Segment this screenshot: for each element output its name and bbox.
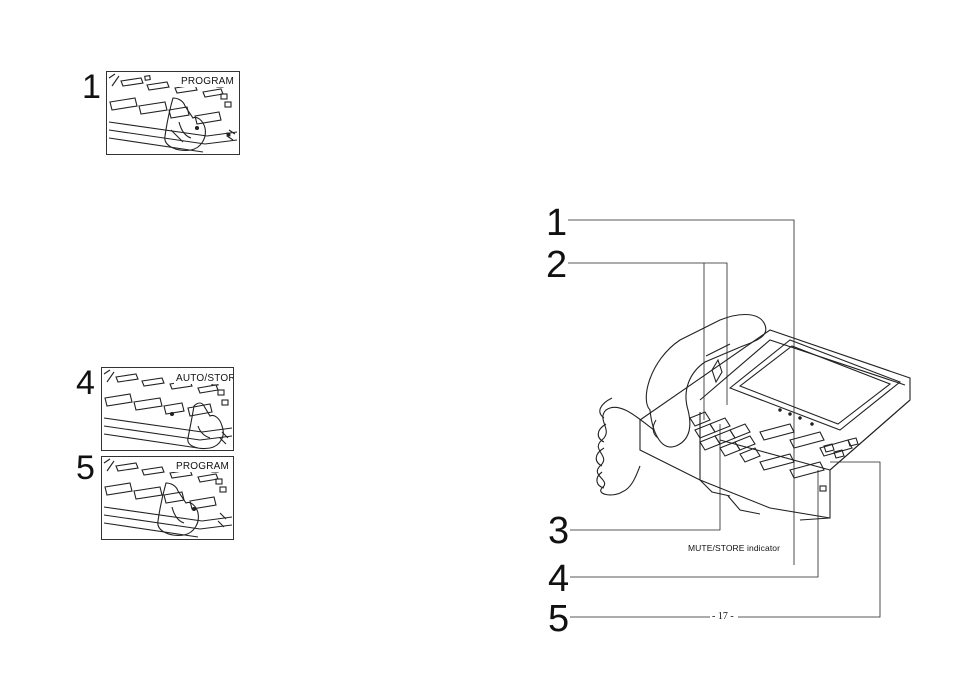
page-number: - 17 - xyxy=(712,611,734,622)
step-4-panel: AUTO/STORE xyxy=(101,367,234,451)
step-5-button-label: PROGRAM xyxy=(174,461,231,472)
diagram-callout-5: 5 xyxy=(548,600,569,638)
step-4-button-label: AUTO/STORE xyxy=(174,373,234,384)
step-1-button-label: PROGRAM xyxy=(179,76,236,87)
diagram-callout-1: 1 xyxy=(546,204,567,242)
step-number-5: 5 xyxy=(76,451,95,485)
step-5-panel: PROGRAM xyxy=(101,456,234,540)
step-number-4: 4 xyxy=(76,366,95,400)
diagram-callout-3: 3 xyxy=(548,512,569,550)
telephone-illustration-icon xyxy=(540,200,940,640)
phone-diagram: 1 2 3 4 5 MUTE/STORE indicator - 17 - xyxy=(540,200,940,640)
diagram-callout-2: 2 xyxy=(546,246,567,284)
mute-store-indicator-label: MUTE/STORE indicator xyxy=(688,543,780,553)
step-1-panel: ◼ PROGRAM xyxy=(106,71,240,155)
svg-text:◼: ◼ xyxy=(226,132,231,138)
step-number-1: 1 xyxy=(82,70,101,104)
diagram-callout-4: 4 xyxy=(548,560,569,598)
